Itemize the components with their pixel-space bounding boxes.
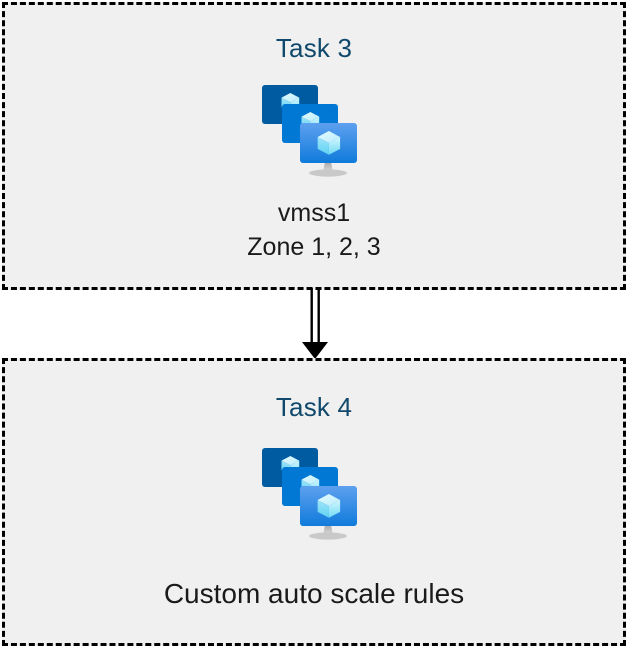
virtual-machine-scale-set-icon [262, 448, 357, 540]
task-3-icon-wrap [255, 79, 373, 183]
task-4-caption-line-1: Custom auto scale rules [163, 578, 465, 609]
task-4-heading: Task 4 [275, 392, 353, 422]
task-4-icon-wrap [255, 442, 373, 546]
task-3-caption-line-1: vmss1 [277, 199, 351, 227]
task-3-caption: vmss1 Zone 1, 2, 3 [247, 197, 380, 265]
task-4-caption: Custom auto scale rules [164, 576, 464, 612]
arrowhead-icon [302, 342, 328, 359]
task-box-task-3[interactable]: Task 3 [2, 2, 626, 290]
task-box-task-4[interactable]: Task 4 [2, 358, 626, 646]
virtual-machine-scale-set-icon [262, 85, 357, 177]
connector-arrow-task3-to-task4 [302, 288, 328, 359]
task-3-caption-line-2: Zone 1, 2, 3 [247, 232, 381, 261]
task-3-heading: Task 3 [275, 33, 353, 63]
